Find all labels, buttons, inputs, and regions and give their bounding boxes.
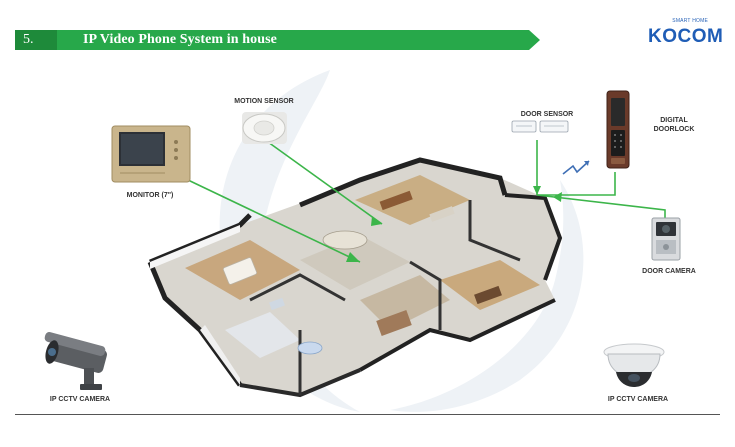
door-sensor-label: DOOR SENSOR: [520, 111, 574, 118]
logo-subtitle: SMART HOME: [672, 18, 708, 24]
connector-lines: [187, 140, 666, 263]
motion-sensor-connector: [267, 141, 383, 225]
door-sensor-icon: [511, 120, 569, 133]
house-floorplan: [147, 157, 563, 398]
door-camera-connector: [536, 194, 666, 218]
doorlock-connector: [537, 172, 616, 196]
section-header-ribbon: 5. IP Video Phone System in house: [15, 30, 540, 50]
motion-sensor-label: MOTION SENSOR: [234, 98, 294, 105]
monitor-label: MONITOR (7"): [126, 192, 174, 199]
bullet-cctv-camera-icon: [44, 332, 107, 390]
kocom-logo: SMART HOME KOCOM: [648, 18, 724, 48]
video-monitor-icon: [111, 125, 191, 183]
wireless-signal-icon: [562, 160, 590, 175]
door-camera-label: DOOR CAMERA: [642, 268, 696, 275]
digital-doorlock-label-line1: DIGITAL: [660, 117, 688, 124]
motion-sensor-icon: [242, 112, 287, 144]
ribbon-shape: [15, 30, 540, 50]
digital-doorlock-label-line2: DOORLOCK: [653, 126, 695, 133]
logo-wordmark: KOCOM: [648, 26, 724, 47]
dome-cctv-camera-icon: [603, 343, 665, 387]
ip-cctv-camera-label-right: IP CCTV CAMERA: [607, 396, 669, 403]
footer-divider: [15, 414, 720, 415]
monitor-connector: [187, 179, 361, 263]
ip-cctv-camera-label-left: IP CCTV CAMERA: [49, 396, 111, 403]
connector-arrowheads: [346, 186, 562, 262]
digital-doorlock-icon: [606, 90, 630, 169]
section-title: IP Video Phone System in house: [83, 32, 277, 47]
section-number: 5.: [23, 32, 34, 47]
door-camera-icon: [651, 217, 681, 261]
